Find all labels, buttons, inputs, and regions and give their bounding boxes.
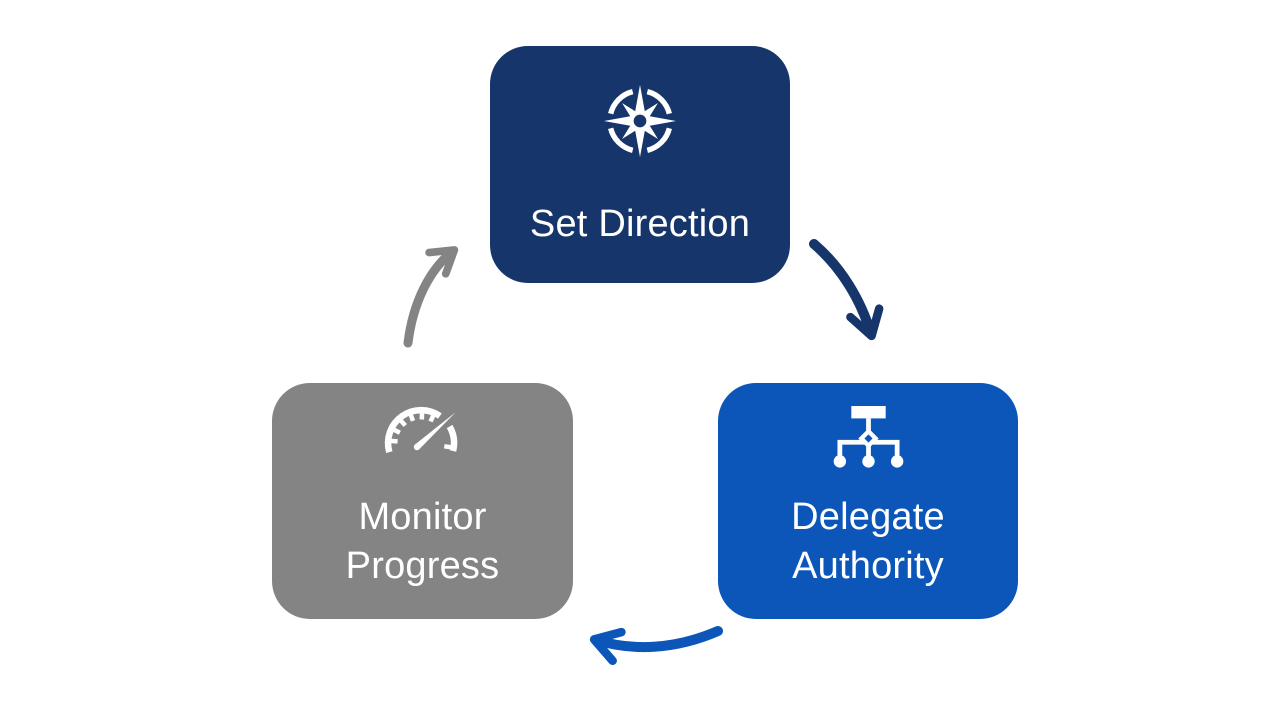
node-set-direction[interactable]: Set Direction <box>490 46 790 283</box>
gauge-icon <box>384 406 457 453</box>
node-delegate-authority[interactable]: Delegate Authority <box>718 383 1018 619</box>
org-chart-icon <box>833 406 903 468</box>
node-label-delegate-authority: Delegate Authority <box>791 493 945 591</box>
arrow-set-to-delegate <box>809 239 884 341</box>
label-line: Set Direction <box>529 203 751 245</box>
label-line: Monitor <box>358 496 487 538</box>
label-line: Progress <box>345 545 500 587</box>
arrow-monitor-to-set <box>403 246 459 348</box>
label-line: Authority <box>792 545 944 587</box>
node-monitor-progress[interactable]: Monitor Progress <box>272 383 573 619</box>
node-label-monitor-progress: Monitor Progress <box>346 493 500 591</box>
node-label-set-direction: Set Direction <box>530 200 750 249</box>
arrow-delegate-to-monitor <box>589 626 723 666</box>
compass-icon <box>603 84 677 158</box>
label-line: Delegate <box>791 496 945 538</box>
